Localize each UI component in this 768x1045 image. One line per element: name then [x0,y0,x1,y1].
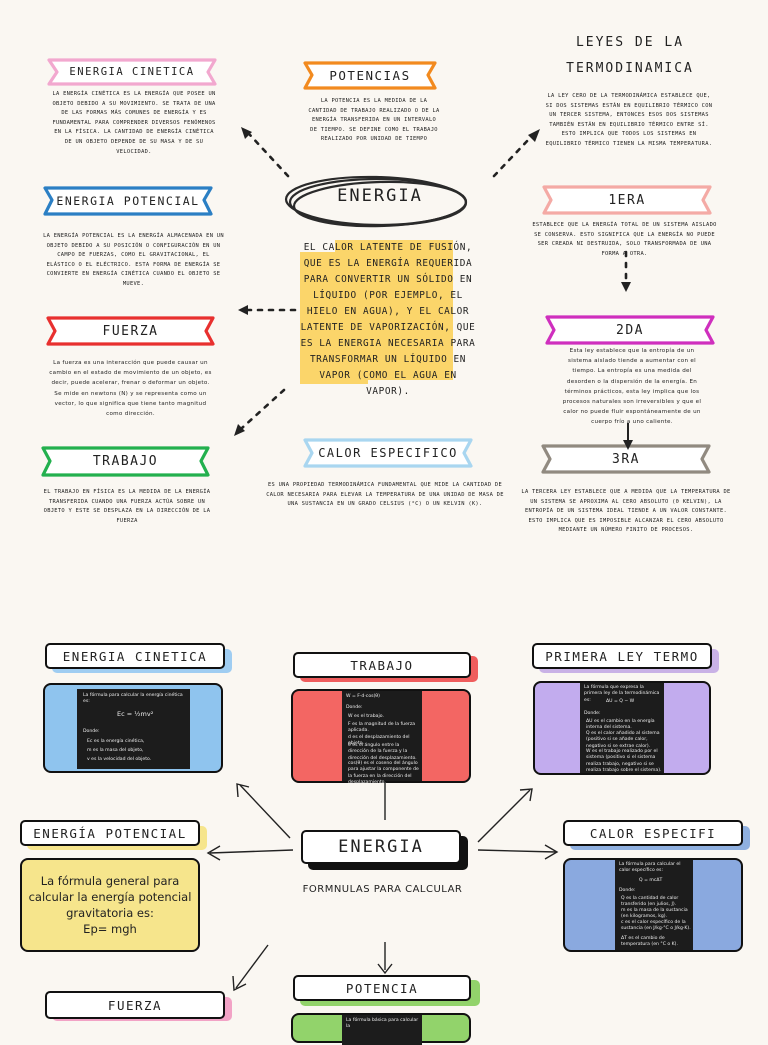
latent-heat-text: EL CALOR LATENTE DE FUSIÓN, QUE ES LA EN… [300,242,476,397]
energia-potencial-label: ENERGIA POTENCIAL [56,194,200,208]
ribbon-fuerza [46,316,215,346]
formula-image-calor: La fórmula para calcular el calor especí… [615,860,693,950]
energia-cinetica-label: ENERGIA CINETICA [69,66,195,78]
tag-energia-cinetica: ENERGIA CINETICA [45,643,225,669]
ribbon-energia-cinetica [47,58,217,86]
tag-energia-potencial: ENERGÍA POTENCIAL [20,820,200,846]
card-trabajo: W = F·d·cos(θ) Donde: W es el trabajo. F… [291,689,471,785]
potencias-label: POTENCIAS [329,68,411,83]
ley-cero-text: LA LEY CERO DE LA TERMODINÁMICA ESTABLEC… [545,93,713,147]
ribbon-energia-potencial [43,186,213,216]
tag-fuerza: FUERZA [45,991,225,1019]
connector-layer [41,58,715,992]
tag-potencia: POTENCIA [293,975,471,1001]
tag-trabajo: TRABAJO [293,652,471,678]
bottom-center-title: ENERGIA [301,830,461,864]
tag-primera-ley: PRIMERA LEY TERMO [532,643,712,669]
fuerza-text: La fuerza es una interacción que puede c… [49,360,212,418]
1era-label: 1ERA [608,192,646,208]
card-energia-cinetica: La fórmula para calcular la energía ciné… [43,683,223,773]
ribbon-2da [545,315,715,345]
fuerza-label: FUERZA [102,323,159,339]
card-energia-potencial: La fórmula general para calcular la ener… [20,858,200,952]
energia-potencial-text: LA ENERGÍA POTENCIAL ES LA ENERGÍA ALMAC… [43,233,224,287]
formula-image-cinetica: La fórmula para calcular la energía ciné… [77,689,190,769]
formula-image-trabajo: W = F·d·cos(θ) Donde: W es el trabajo. F… [342,691,422,785]
formula-image-potencia: La fórmula básica para calcular la [342,1015,422,1045]
2da-label: 2DA [616,322,644,338]
ribbon-trabajo [41,446,210,477]
trabajo-text: EL TRABAJO EN FÍSICA ES LA MEDIDA DE LA … [43,489,211,524]
energia-cinetica-text: LA ENERGÍA CINÉTICA ES LA ENERGÍA QUE PO… [52,91,216,155]
potencias-text: LA POTENCIA ES LA MEDIDA DE LA CANTIDAD … [308,98,440,143]
formulas-subtitle: FORMNULAS PARA CALCULAR [302,884,463,895]
trabajo-label: TRABAJO [92,454,159,469]
potencial-formula-text: La fórmula general para calcular la ener… [28,874,192,936]
calor-especifico-text: ES UNA PROPIEDAD TERMODINÁMICA FUNDAMENT… [266,482,504,508]
3ra-label: 3RA [612,451,640,467]
ribbon-1era [542,185,712,215]
1era-text: ESTABLECE QUE LA ENERGÍA TOTAL DE UN SIS… [532,222,717,257]
leyes-title: LEYES DE LA TERMODINAMICA [566,35,694,76]
card-calor-especifico: La fórmula para calcular el calor especí… [563,858,743,952]
3ra-text: LA TERCERA LEY ESTABLECE QUE A MEDIDA QU… [521,489,731,534]
card-primera-ley: La fórmula que expresa la primera ley de… [533,681,711,775]
card-potencia: La fórmula básica para calcular la [291,1013,471,1045]
formula-image-primera: La fórmula que expresa la primera ley de… [580,683,664,773]
ribbon-potencias [303,61,437,90]
calor-especifico-label: CALOR ESPECIFICO [318,446,458,460]
2da-text: Esta ley establece que la entropía de un… [562,348,702,426]
ribbon-3ra [541,444,711,474]
center-title: ENERGIA [337,186,423,206]
tag-calor-especifico: CALOR ESPECIFI [563,820,743,846]
highlight-right [335,240,453,380]
ribbon-calor-especifico [303,438,473,468]
